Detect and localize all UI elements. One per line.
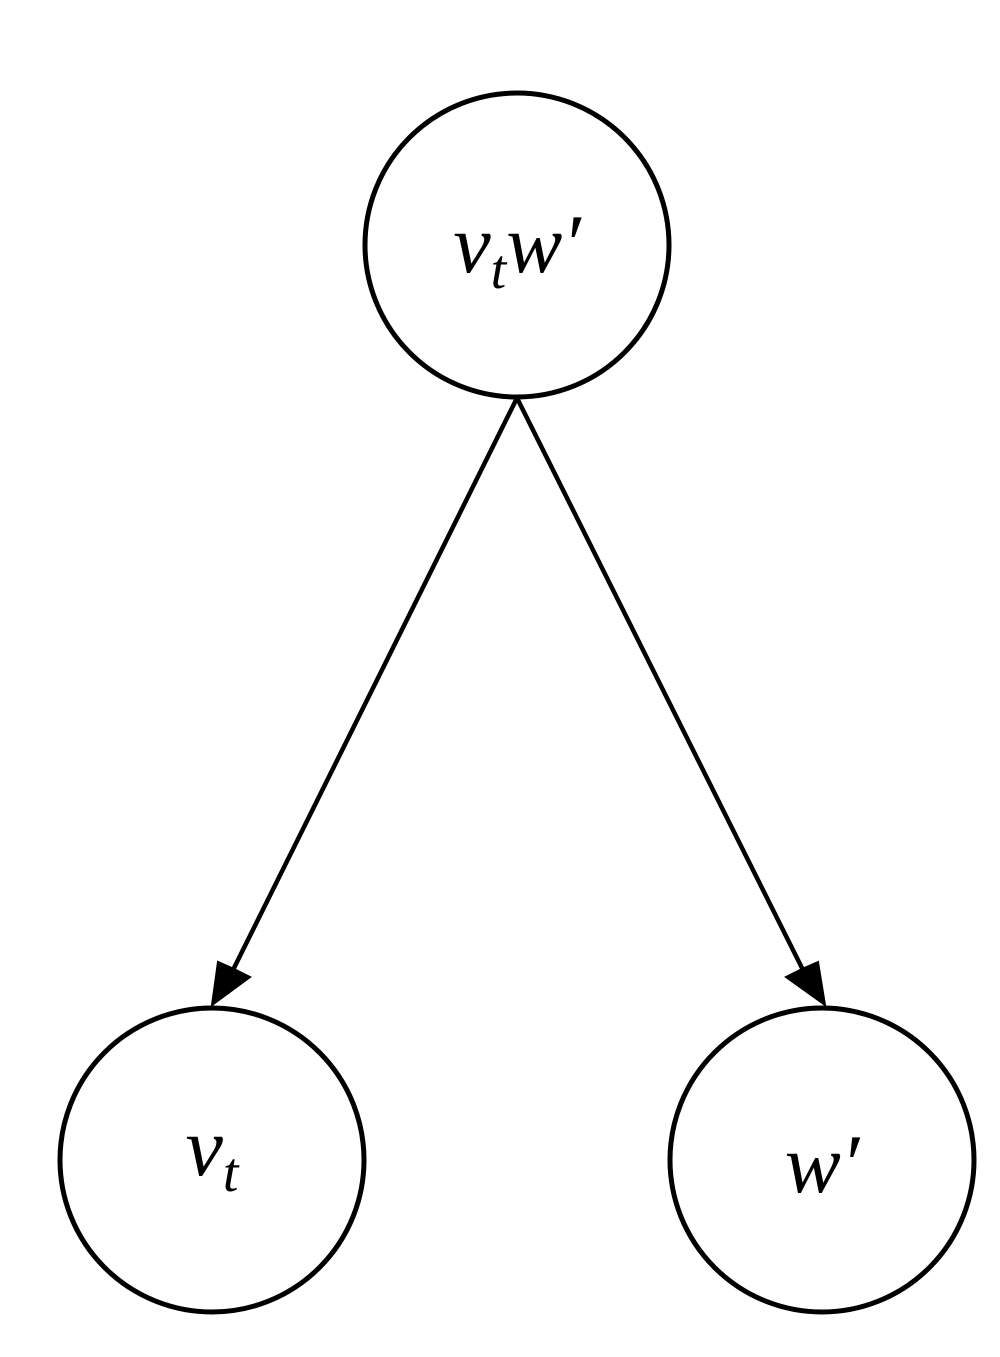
node-right-label: w′ <box>785 1118 861 1211</box>
node-root-label: vtw′ <box>453 198 582 301</box>
arrowhead-right <box>784 960 827 1008</box>
node-left: vt <box>57 1005 367 1315</box>
node-right: w′ <box>667 1005 977 1315</box>
edge-root-to-right <box>514 396 807 974</box>
node-left-label: vt <box>186 1101 240 1204</box>
edge-root-to-left <box>229 396 520 974</box>
node-root: vtw′ <box>362 90 672 400</box>
node-right-circle <box>667 1005 977 1315</box>
node-left-circle <box>57 1005 367 1315</box>
arrowhead-left <box>210 960 252 1008</box>
node-root-circle <box>362 90 672 400</box>
